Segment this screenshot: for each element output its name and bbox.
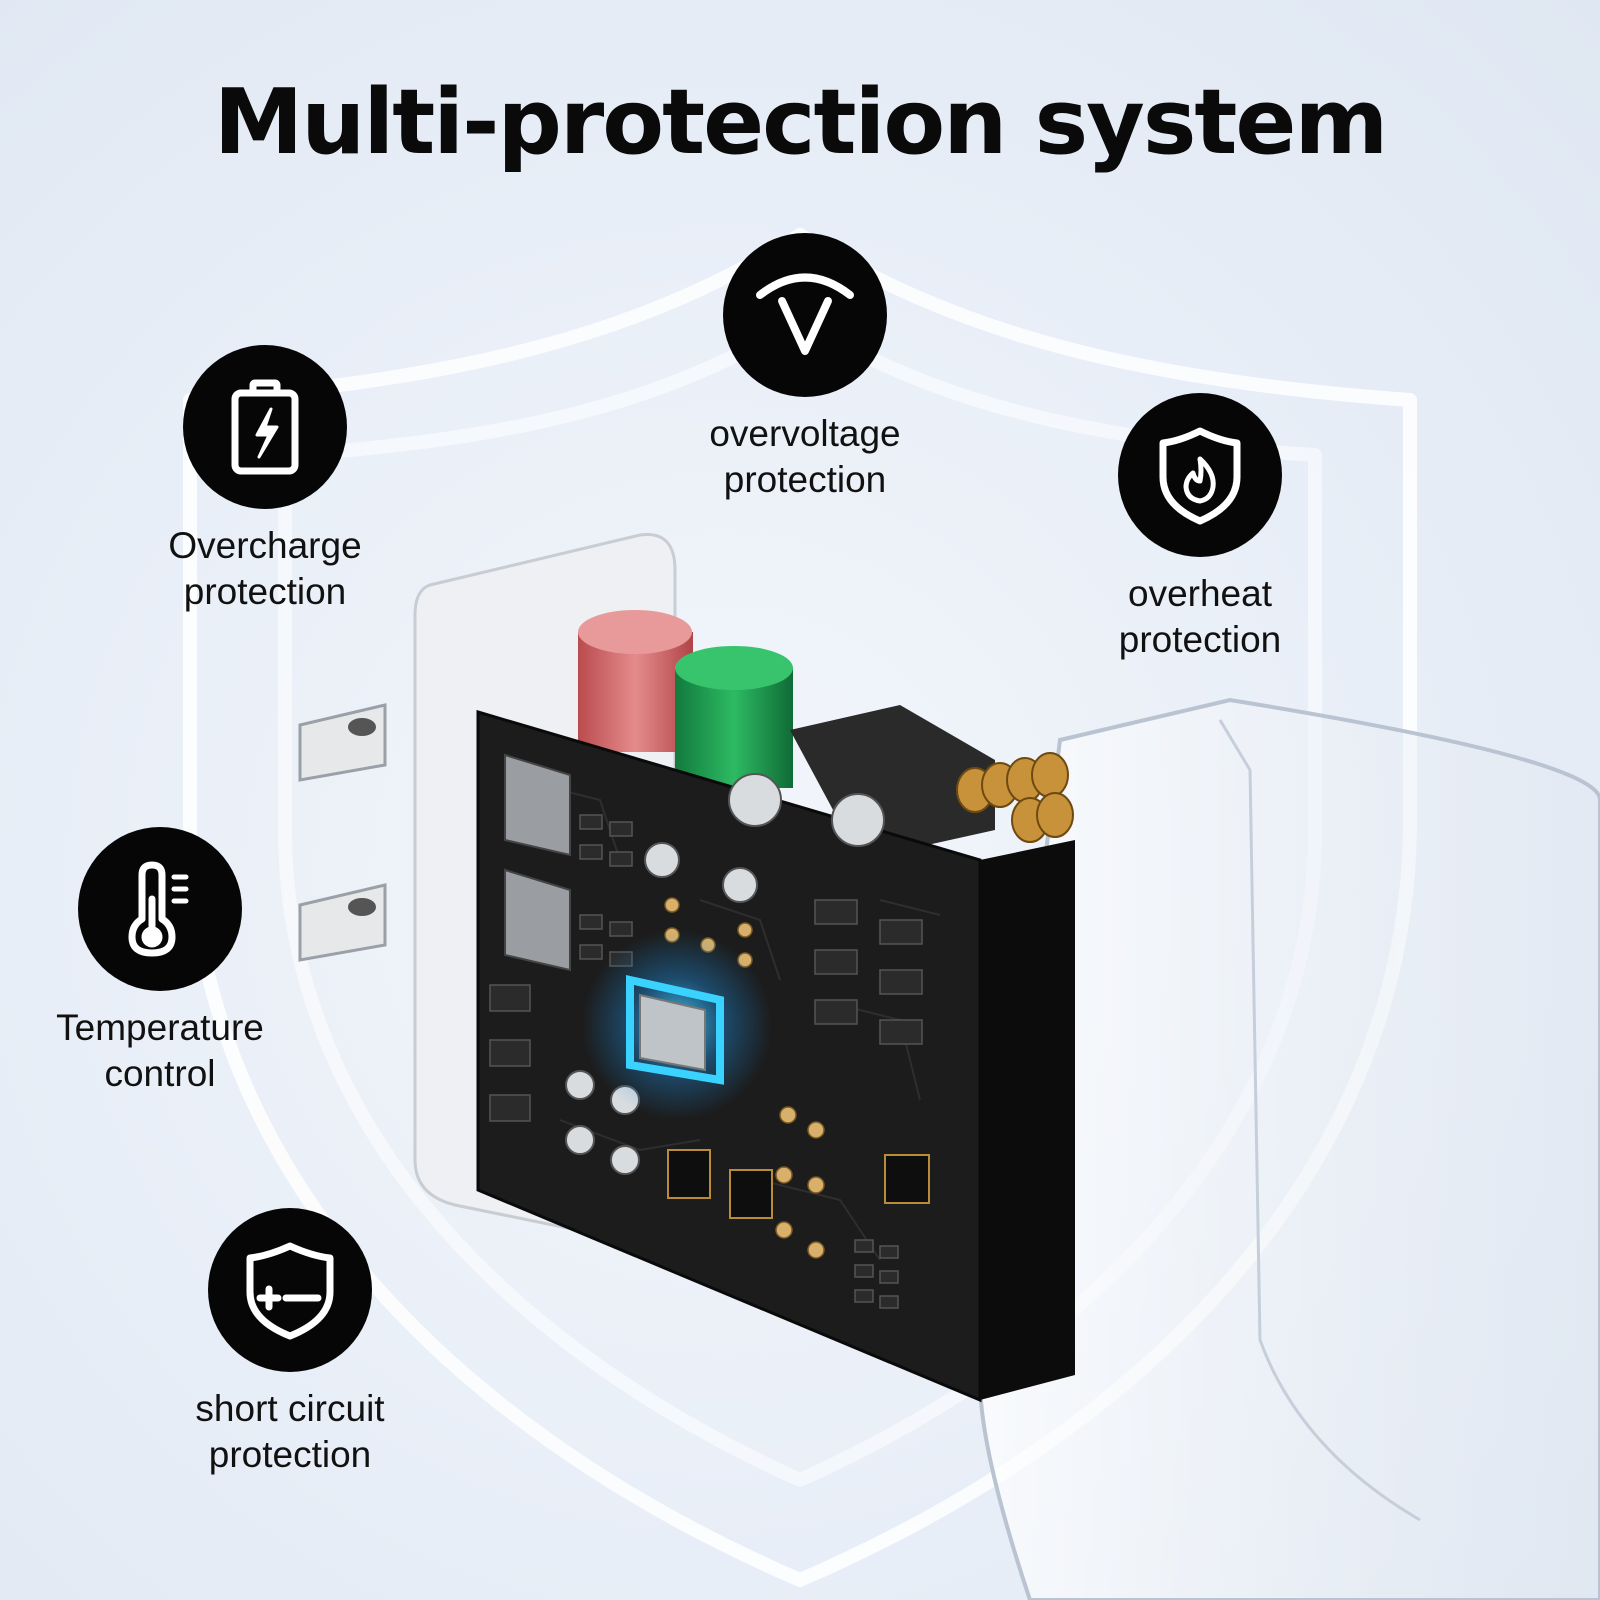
feature-temperature-label: Temperature control bbox=[56, 1007, 264, 1094]
feature-short-circuit: short circuit protection bbox=[155, 1208, 425, 1478]
feature-overcharge-label: Overcharge protection bbox=[168, 525, 362, 612]
feature-overvoltage: overvoltage protection bbox=[675, 233, 935, 503]
thermometer-icon bbox=[78, 827, 242, 991]
battery-bolt-icon bbox=[183, 345, 347, 509]
feature-temperature: Temperature control bbox=[30, 827, 290, 1097]
feature-overcharge: Overcharge protection bbox=[135, 345, 395, 615]
voltage-v-icon bbox=[723, 233, 887, 397]
feature-overheat-label: overheat protection bbox=[1118, 573, 1282, 660]
shield-plus-minus-icon bbox=[208, 1208, 372, 1372]
feature-overheat: overheat protection bbox=[1070, 393, 1330, 663]
shield-flame-icon bbox=[1118, 393, 1282, 557]
page-title: Multi-protection system bbox=[213, 70, 1389, 175]
feature-short-circuit-label: short circuit protection bbox=[195, 1388, 385, 1475]
feature-overvoltage-label: overvoltage protection bbox=[709, 413, 901, 500]
